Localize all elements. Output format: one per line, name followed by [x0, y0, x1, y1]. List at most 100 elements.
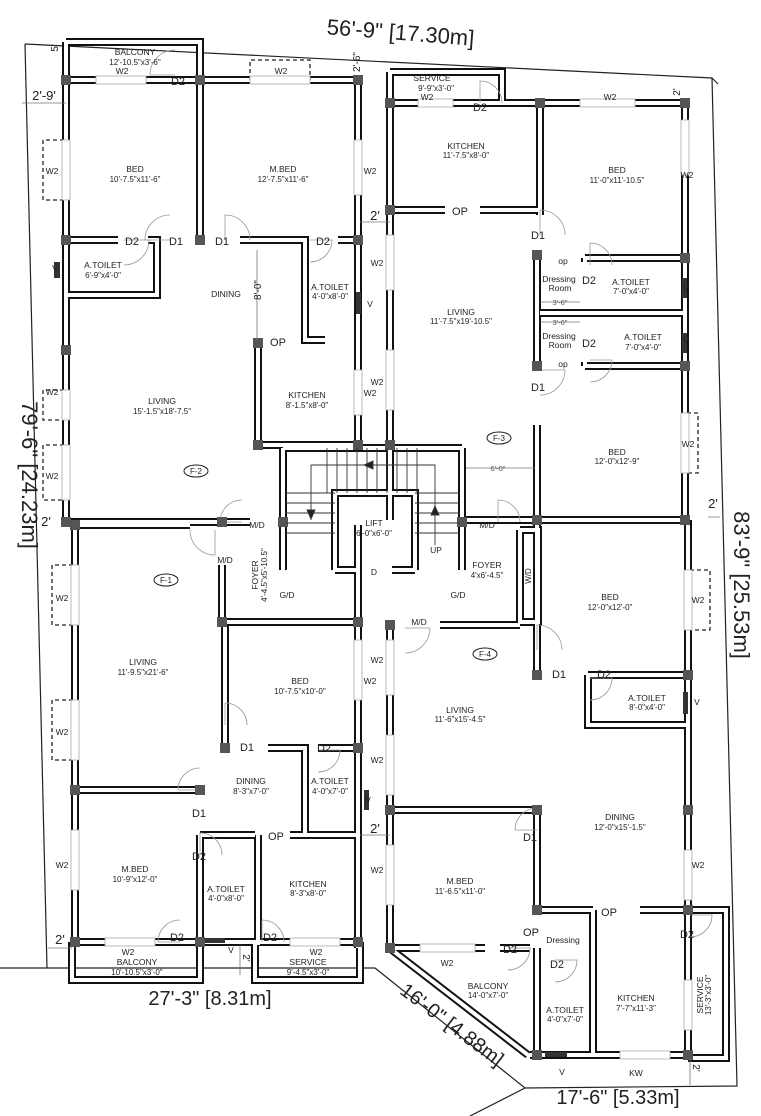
- room-name: Room: [549, 283, 572, 293]
- room-size: 15'-1.5"x18'-7.5": [133, 407, 191, 416]
- column: [253, 440, 263, 450]
- room-name: KITCHEN: [289, 879, 326, 889]
- unit-tag-badge: [486, 431, 512, 445]
- door-swing: [157, 919, 181, 943]
- column: [195, 235, 205, 245]
- room-size: 12'-0"x15'-1.5": [594, 823, 646, 832]
- dim-small: 6'-0": [491, 464, 506, 473]
- window: [289, 937, 341, 947]
- door-tag: M/D: [249, 520, 265, 530]
- ventilator: [364, 790, 369, 810]
- room-size: 11'-9.5"x21'-6": [118, 668, 169, 677]
- column: [680, 515, 690, 525]
- room-name: BED: [291, 676, 308, 686]
- door-window-tag: V: [559, 1067, 565, 1077]
- room-name: A.TOILET: [207, 884, 245, 894]
- door-window-tag: V: [367, 299, 373, 309]
- column: [353, 617, 363, 627]
- room-name: DINING: [236, 776, 266, 786]
- window: [95, 75, 147, 85]
- column: [70, 937, 80, 947]
- door-swing: [539, 209, 566, 236]
- door-swing: [479, 80, 503, 104]
- plot-boundary: [0, 43, 738, 1116]
- room-name: A.TOILET: [624, 332, 662, 342]
- door-swing: [589, 677, 613, 701]
- column: [532, 361, 542, 371]
- door-swing: [199, 832, 223, 856]
- window: [385, 639, 395, 696]
- door-window-tag: V: [228, 945, 234, 955]
- room-name: A.TOILET: [628, 693, 666, 703]
- unit-tag-badge: [153, 573, 179, 587]
- room-size: 8'-3"x8'-0": [290, 889, 326, 898]
- room-size: 7'-7"x11'-3": [616, 1004, 656, 1013]
- room-size: 4'-0"x8'-0": [208, 894, 244, 903]
- door-window-tag: op: [558, 256, 568, 266]
- dim-right: 83'-9" [25.53m]: [729, 511, 754, 659]
- door-window-tag: D2: [597, 669, 611, 681]
- room-name: LIVING: [148, 396, 176, 406]
- unit-tag-badge: [472, 647, 498, 661]
- dim-small: 3'-6": [553, 318, 568, 327]
- door-window-tag: W2: [441, 958, 454, 968]
- door-window-tag: KW: [629, 1068, 643, 1078]
- door-window-tag: D2: [192, 851, 206, 863]
- room-size: 8'-0"x4'-0": [629, 703, 665, 712]
- column: [683, 1050, 693, 1060]
- door-window-tag: W2: [116, 66, 129, 76]
- door-swing: [539, 369, 566, 396]
- window: [683, 979, 693, 1031]
- door-window-tag: W2: [371, 655, 384, 665]
- door-window-tag: W2: [56, 593, 69, 603]
- door-window-tag: op: [558, 359, 568, 369]
- room-name: M.BED: [270, 164, 297, 174]
- column: [353, 440, 363, 450]
- room-name: LIVING: [129, 657, 157, 667]
- door-tag: G/D: [279, 590, 294, 600]
- door-window-tag: W2: [604, 92, 617, 102]
- door-window-tag: D2: [582, 275, 596, 287]
- ventilator: [545, 1052, 567, 1057]
- door-window-tag: OP: [523, 927, 539, 939]
- door-swing: [189, 529, 216, 556]
- room-size: 10'-7.5"x10'-0": [274, 687, 326, 696]
- room-name: BED: [126, 164, 143, 174]
- window: [683, 569, 693, 631]
- unit-f3: SERVICE 9'-9"x3'-0" KITCHEN 11'-7.5"x8'-…: [413, 73, 661, 466]
- window: [61, 139, 71, 201]
- door-window-tag: V: [683, 335, 689, 345]
- door-window-tag: W2: [275, 66, 288, 76]
- column: [683, 905, 693, 915]
- door-window-tag: W2: [371, 865, 384, 875]
- door-swing: [177, 767, 201, 791]
- door-tag: G/D: [450, 590, 465, 600]
- room-size: 7'-0"x4'-0": [625, 343, 661, 352]
- door-window-tag: W2: [46, 471, 59, 481]
- door-swing: [309, 239, 333, 263]
- room-name: DINING: [211, 289, 241, 299]
- door-swing: [689, 914, 713, 938]
- column: [532, 515, 542, 525]
- door-window-tag: V: [694, 697, 700, 707]
- door-swing: [224, 702, 248, 726]
- room-name: SERVICE: [695, 976, 705, 1013]
- door-window-tag: D1: [215, 236, 229, 248]
- room-name: A.TOILET: [546, 1005, 584, 1015]
- room-size: 12'-7.5"x11'-6": [258, 175, 309, 184]
- room-size: 4'-4.5"x5'-10.5": [260, 548, 269, 602]
- column: [385, 440, 395, 450]
- door-window-tag: D2: [582, 338, 596, 350]
- column: [680, 98, 690, 108]
- door-swing: [404, 627, 431, 654]
- unit-tag-badge: [183, 464, 209, 478]
- door-swing: [554, 959, 578, 983]
- bay-windows: [42, 59, 711, 761]
- unit-tag: F-2: [190, 467, 203, 476]
- dim-small: 2': [370, 208, 380, 223]
- door-swing: [507, 947, 531, 971]
- door-window-tag: D2: [473, 102, 487, 114]
- dim-small: 2': [55, 932, 65, 947]
- window: [353, 639, 363, 701]
- door-window-tag: D2: [550, 959, 564, 971]
